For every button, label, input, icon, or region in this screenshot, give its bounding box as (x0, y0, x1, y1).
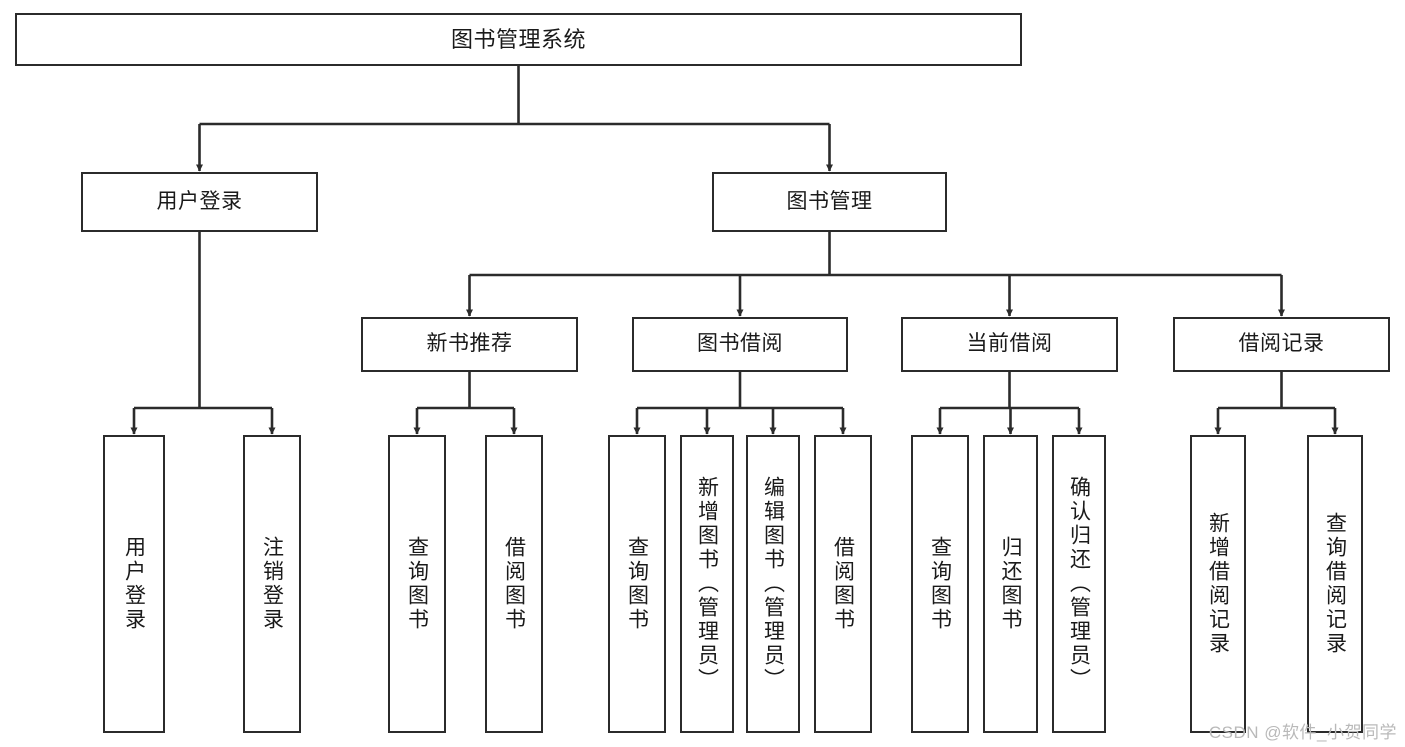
node-root[interactable]: 图书管理系统 (15, 13, 1022, 66)
node-leaf-user-login[interactable]: 用户登录 (103, 435, 165, 733)
node-new-book-recommend[interactable]: 新书推荐 (361, 317, 578, 372)
node-leaf-query-book-3[interactable]: 查询图书 (911, 435, 969, 733)
node-user-login[interactable]: 用户登录 (81, 172, 318, 232)
node-label: 图书借阅 (697, 332, 783, 356)
node-label: 查询图书 (928, 536, 952, 632)
node-leaf-add-record[interactable]: 新增借阅记录 (1190, 435, 1246, 733)
node-leaf-confirm-return[interactable]: 确认归还（管理员） (1052, 435, 1106, 733)
node-leaf-edit-book[interactable]: 编辑图书（管理员） (746, 435, 800, 733)
node-leaf-borrow-book-2[interactable]: 借阅图书 (814, 435, 872, 733)
node-label: 图书管理 (786, 189, 873, 213)
node-leaf-user-logout[interactable]: 注销登录 (243, 435, 301, 733)
node-label: 确认归还（管理员） (1067, 476, 1091, 692)
node-label: 当前借阅 (966, 332, 1053, 356)
node-leaf-query-record[interactable]: 查询借阅记录 (1307, 435, 1363, 733)
node-book-borrow[interactable]: 图书借阅 (632, 317, 848, 372)
node-current-borrow[interactable]: 当前借阅 (901, 317, 1118, 372)
node-label: 用户登录 (156, 189, 243, 213)
node-label: 图书管理系统 (450, 26, 586, 52)
node-label: 查询图书 (625, 536, 649, 632)
node-label: 借阅图书 (502, 536, 526, 632)
node-label: 借阅图书 (831, 536, 855, 632)
node-label: 用户登录 (122, 536, 146, 632)
node-label: 新增图书（管理员） (695, 476, 719, 692)
node-label: 新书推荐 (426, 332, 513, 356)
node-label: 编辑图书（管理员） (761, 476, 785, 692)
node-leaf-add-book[interactable]: 新增图书（管理员） (680, 435, 734, 733)
node-label: 归还图书 (999, 536, 1022, 632)
node-book-management[interactable]: 图书管理 (712, 172, 947, 232)
node-leaf-return-book[interactable]: 归还图书 (983, 435, 1038, 733)
node-label: 查询图书 (405, 536, 429, 632)
node-leaf-query-book-1[interactable]: 查询图书 (388, 435, 446, 733)
node-leaf-query-book-2[interactable]: 查询图书 (608, 435, 666, 733)
node-leaf-borrow-book-1[interactable]: 借阅图书 (485, 435, 543, 733)
node-borrow-record[interactable]: 借阅记录 (1173, 317, 1390, 372)
node-label: 查询借阅记录 (1323, 512, 1347, 656)
node-label: 注销登录 (260, 536, 284, 632)
node-label: 新增借阅记录 (1206, 512, 1230, 656)
node-label: 借阅记录 (1238, 332, 1325, 356)
